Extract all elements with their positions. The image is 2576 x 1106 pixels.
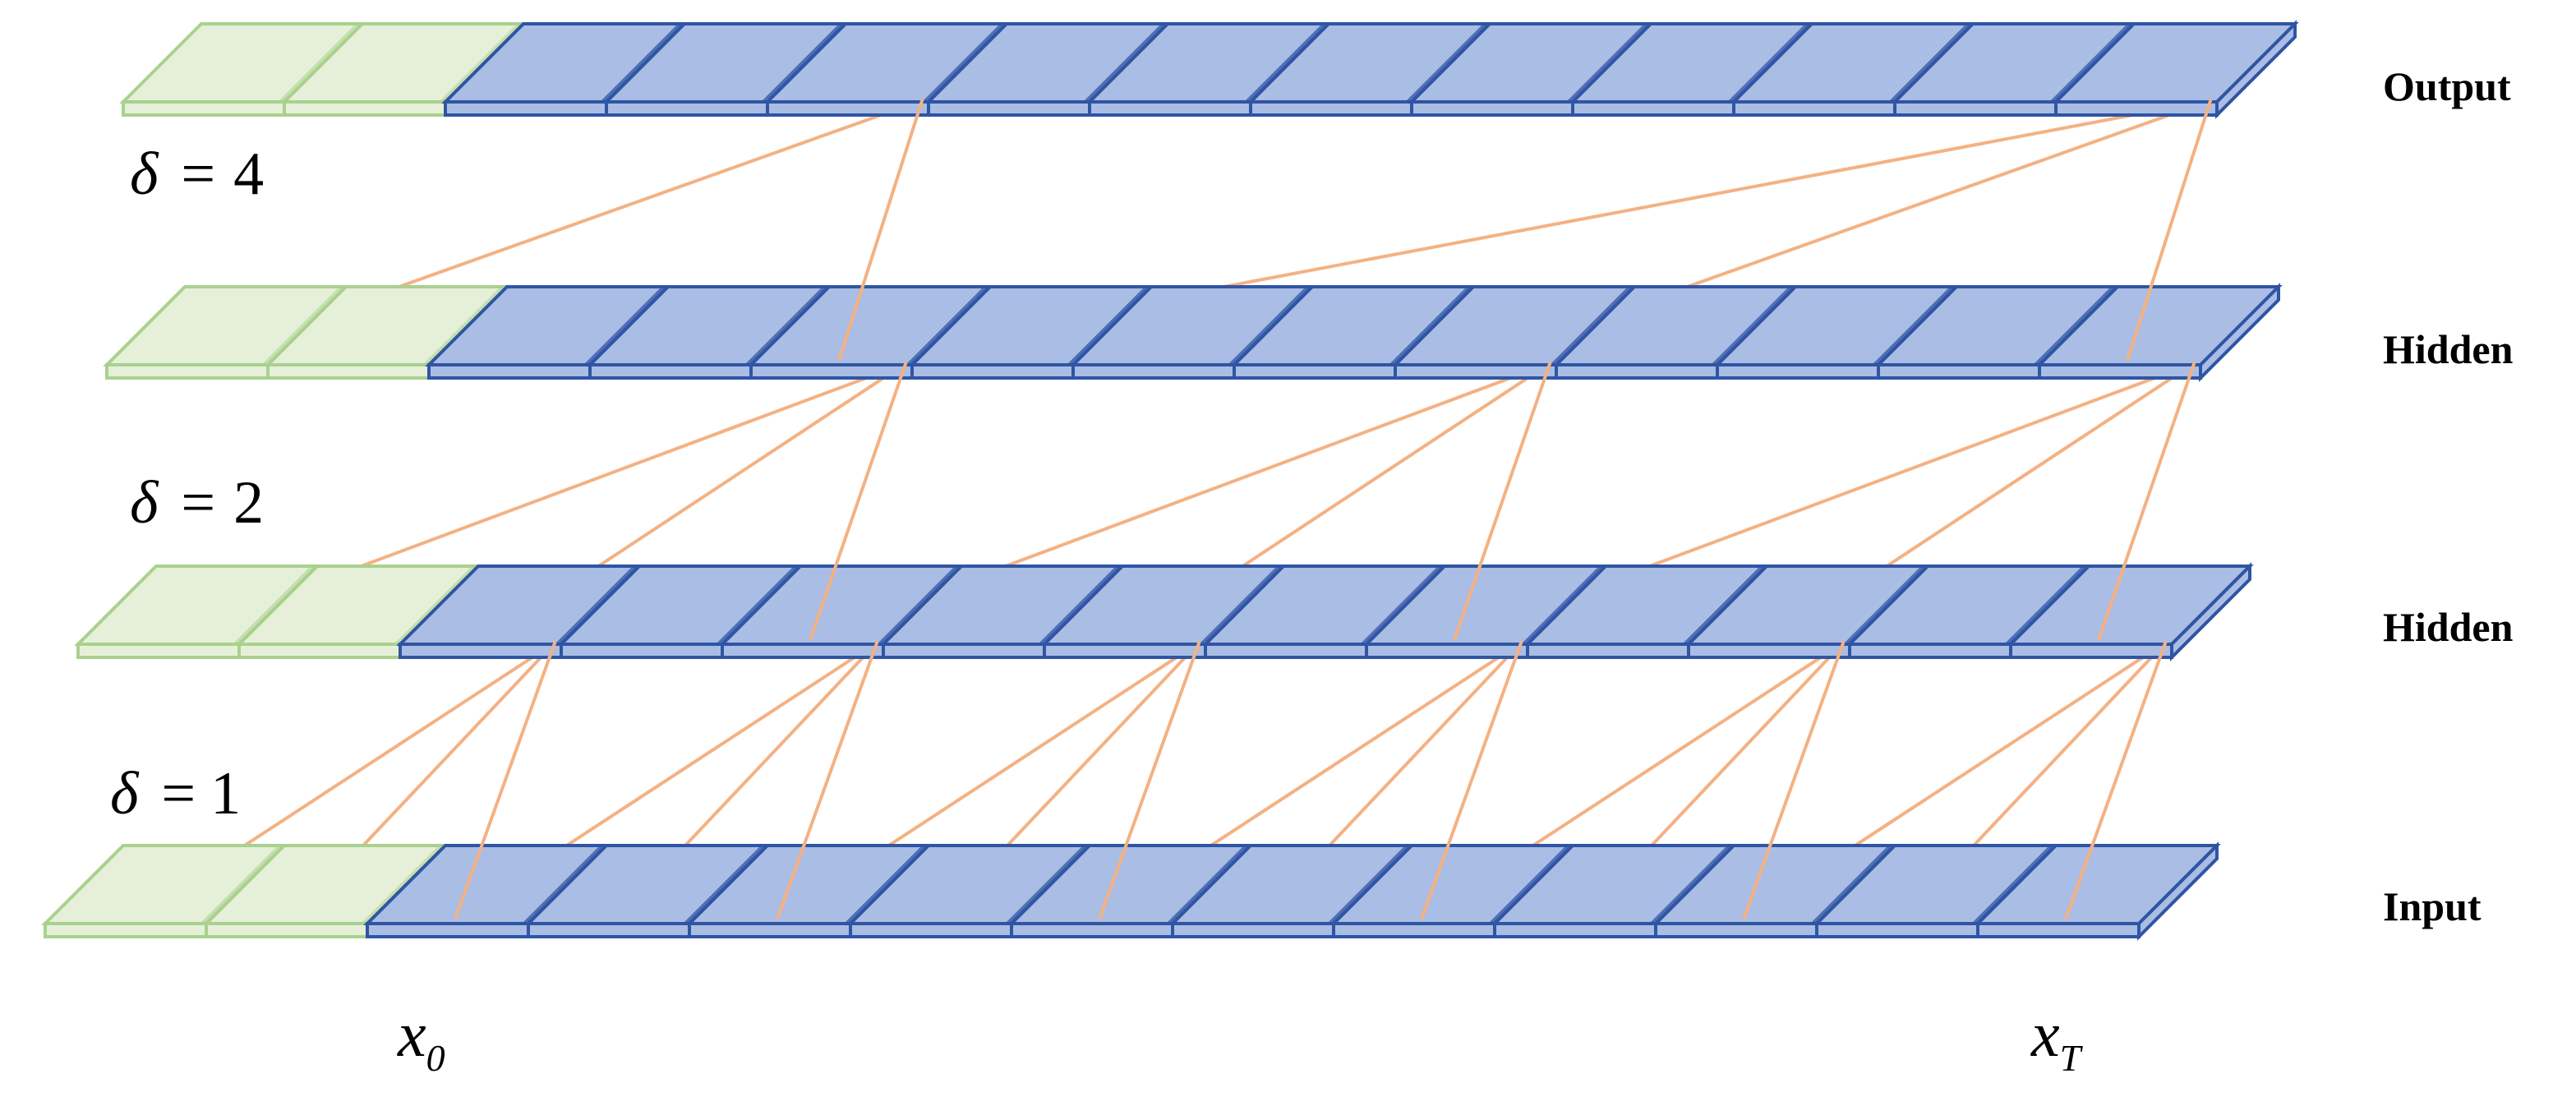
cell-front-face xyxy=(44,922,208,938)
connection-line xyxy=(1453,362,1552,641)
input-layer xyxy=(41,841,2221,941)
cell-front-face xyxy=(2038,363,2202,380)
hidden-layer-bottom xyxy=(74,562,2254,661)
cell-front-face xyxy=(1071,363,1236,380)
cell-front-face xyxy=(444,100,608,117)
cell-front-face xyxy=(1171,922,1335,938)
cell-front-face xyxy=(2054,100,2219,117)
connection-line xyxy=(2064,641,2168,920)
cell-front-face xyxy=(1716,363,1880,380)
bar-side-face xyxy=(2215,20,2297,119)
cell-front-face xyxy=(882,643,1046,659)
cell-front-face xyxy=(849,922,1013,938)
bar-side-face xyxy=(2199,283,2280,382)
layer-label-hidden-top: Hidden xyxy=(2383,326,2514,372)
delta-symbol: δ xyxy=(130,141,159,208)
cell-front-face xyxy=(205,922,369,938)
cell-front-face xyxy=(1732,100,1896,117)
cell-front-face xyxy=(122,100,286,117)
cell-front-face xyxy=(1332,922,1496,938)
delta-equals: = xyxy=(181,469,215,537)
cell-front-face xyxy=(1555,363,1719,380)
cell-front-face xyxy=(1654,922,1818,938)
connection-line xyxy=(2126,99,2213,362)
connection-line xyxy=(454,641,557,920)
cell-front-face xyxy=(266,363,431,380)
connection-line xyxy=(2097,362,2196,641)
cell-front-face xyxy=(2009,643,2173,659)
cell-front-face xyxy=(527,922,691,938)
cell-front-face xyxy=(237,643,402,659)
cell-front-face xyxy=(1043,643,1207,659)
bar-side-face xyxy=(2170,562,2251,661)
connections xyxy=(131,99,2213,920)
cell-front-face xyxy=(1976,922,2141,938)
x-end-label: xT xyxy=(2030,998,2084,1079)
cell-front-face xyxy=(560,643,724,659)
cell-front-face xyxy=(910,363,1075,380)
delta-symbol: δ xyxy=(130,469,159,537)
layer-label-hidden-bottom: Hidden xyxy=(2383,604,2514,650)
connection-line xyxy=(837,99,924,362)
dilation-label-4: δ = 4 xyxy=(130,141,264,208)
cell-front-face xyxy=(1088,100,1252,117)
cell-front-face xyxy=(1815,922,1979,938)
cell-front-face xyxy=(399,643,563,659)
layer-label-input: Input xyxy=(2383,883,2482,929)
delta-value: 1 xyxy=(210,760,241,827)
cell-front-face xyxy=(366,922,530,938)
cell-front-face xyxy=(1493,922,1657,938)
cell-front-face xyxy=(1204,643,1368,659)
cell-front-face xyxy=(1877,363,2041,380)
cell-front-face xyxy=(721,643,885,659)
dilation-label-1: δ =1 xyxy=(110,760,241,827)
cell-front-face xyxy=(1233,363,1397,380)
delta-value: 2 xyxy=(233,469,264,537)
cell-front-face xyxy=(1365,643,1529,659)
cell-front-face xyxy=(1410,100,1574,117)
cell-front-face xyxy=(1010,922,1174,938)
cell-front-face xyxy=(283,100,447,117)
cell-front-face xyxy=(688,922,852,938)
cell-front-face xyxy=(427,363,592,380)
x-start-label: x0 xyxy=(397,998,445,1079)
cell-front-face xyxy=(1249,100,1413,117)
hidden-layer-top xyxy=(103,283,2283,382)
output-layer xyxy=(119,20,2299,119)
connections-front xyxy=(454,99,2213,920)
cell-front-face xyxy=(605,100,769,117)
cell-front-face xyxy=(76,643,241,659)
bar-side-face xyxy=(2137,841,2219,941)
x-start-subscript: 0 xyxy=(426,1037,445,1079)
cell-front-face xyxy=(1848,643,2012,659)
dilation-label-2: δ = 2 xyxy=(130,469,264,537)
layer-bars xyxy=(41,20,2299,941)
delta-equals: = xyxy=(181,141,215,208)
x-end-base: x xyxy=(2030,998,2060,1070)
delta-symbol: δ xyxy=(110,760,140,827)
layer-label-output: Output xyxy=(2383,63,2511,109)
cell-front-face xyxy=(927,100,1091,117)
delta-value: 4 xyxy=(233,141,264,208)
connection-line xyxy=(1742,641,1846,920)
cell-front-face xyxy=(1893,100,2058,117)
cell-front-face xyxy=(1394,363,1558,380)
cell-front-face xyxy=(588,363,753,380)
delta-equals: = xyxy=(161,760,196,827)
cell-front-face xyxy=(766,100,930,117)
connection-line xyxy=(776,641,879,920)
connection-line xyxy=(1098,641,1201,920)
x-start-base: x xyxy=(397,998,426,1070)
x-end-subscript: T xyxy=(2060,1037,2084,1079)
cell-front-face xyxy=(105,363,270,380)
connection-line xyxy=(1420,641,1523,920)
cell-front-face xyxy=(1526,643,1690,659)
cell-front-face xyxy=(1687,643,1851,659)
cell-front-face xyxy=(1571,100,1735,117)
connection-line xyxy=(809,362,908,641)
cell-front-face xyxy=(749,363,914,380)
